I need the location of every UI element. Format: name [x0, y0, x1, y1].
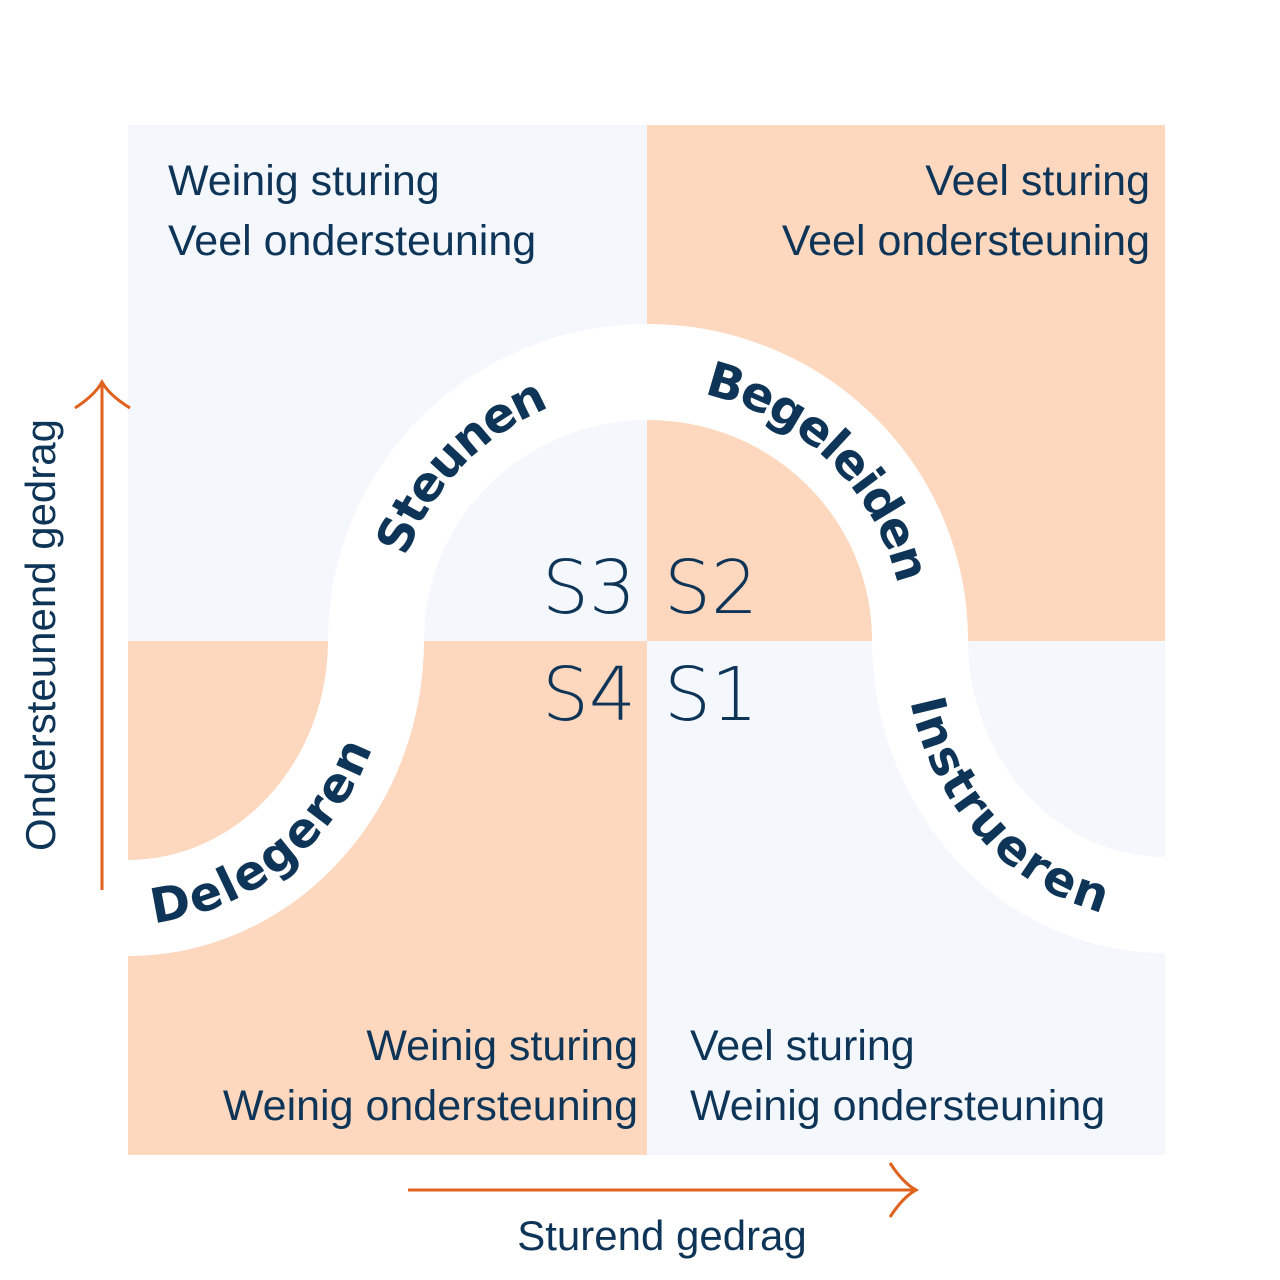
style-s4: S4	[542, 652, 636, 738]
y-axis-label: Ondersteunend gedrag	[17, 419, 64, 851]
style-s2: S2	[664, 545, 758, 631]
style-s3: S3	[542, 545, 636, 631]
x-axis-label: Sturend gedrag	[517, 1212, 807, 1259]
leadership-curve	[128, 324, 1165, 956]
style-s1: S1	[664, 652, 758, 738]
y-axis-arrow	[74, 378, 131, 890]
x-axis-arrow	[408, 1162, 920, 1218]
